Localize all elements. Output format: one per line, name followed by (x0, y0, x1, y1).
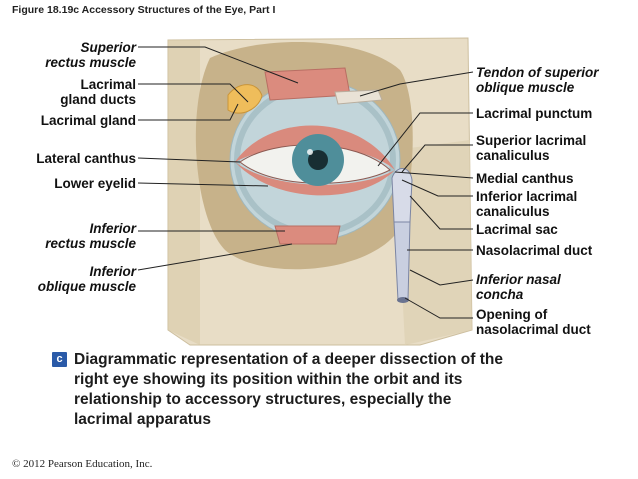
label-inferior-nasal-concha: Inferior nasal concha (476, 272, 561, 302)
upper-eyelid (235, 125, 395, 170)
label-superior-rectus-muscle: Superior rectus muscle (45, 40, 136, 70)
figure-caption: Diagrammatic representation of a deeper … (74, 351, 503, 428)
figure-title: Figure 18.19c Accessory Structures of th… (12, 4, 276, 16)
label-lower-eyelid: Lower eyelid (54, 176, 136, 191)
superior-oblique-tendon (334, 89, 383, 105)
label-superior-lacrimal-canaliculus: Superior lacrimal canaliculus (476, 133, 587, 163)
label-inferior-rectus-muscle: Inferior rectus muscle (45, 221, 136, 251)
label-inferior-oblique-muscle: Inferior oblique muscle (37, 264, 136, 294)
label-inferior-lacrimal-canaliculus: Inferior lacrimal canaliculus (476, 189, 578, 219)
label-tendon-superior-oblique: Tendon of superior oblique muscle (476, 65, 599, 95)
label-opening-nasolacrimal-duct: Opening of nasolacrimal duct (476, 307, 591, 337)
label-lacrimal-gland: Lacrimal gland (40, 113, 136, 128)
label-nasolacrimal-duct: Nasolacrimal duct (476, 243, 593, 258)
label-lacrimal-sac: Lacrimal sac (476, 222, 558, 237)
skull-bone-shadow (168, 40, 200, 345)
label-lacrimal-punctum: Lacrimal punctum (476, 106, 593, 121)
label-lacrimal-gland-ducts: Lacrimal gland ducts (60, 77, 136, 107)
nasal-bone (395, 140, 472, 345)
leader-lines (137, 46, 474, 319)
duct-opening (397, 297, 409, 303)
caption-badge: c (52, 352, 67, 367)
inferior-rectus-muscle (274, 225, 341, 245)
copyright-notice: © 2012 Pearson Education, Inc. (12, 458, 153, 470)
lower-eyelid (235, 162, 395, 196)
iris-highlight (307, 149, 313, 155)
lacrimal-sac (391, 168, 413, 223)
label-medial-canthus: Medial canthus (476, 171, 574, 186)
pupil (308, 150, 328, 170)
label-lateral-canthus: Lateral canthus (36, 151, 136, 166)
